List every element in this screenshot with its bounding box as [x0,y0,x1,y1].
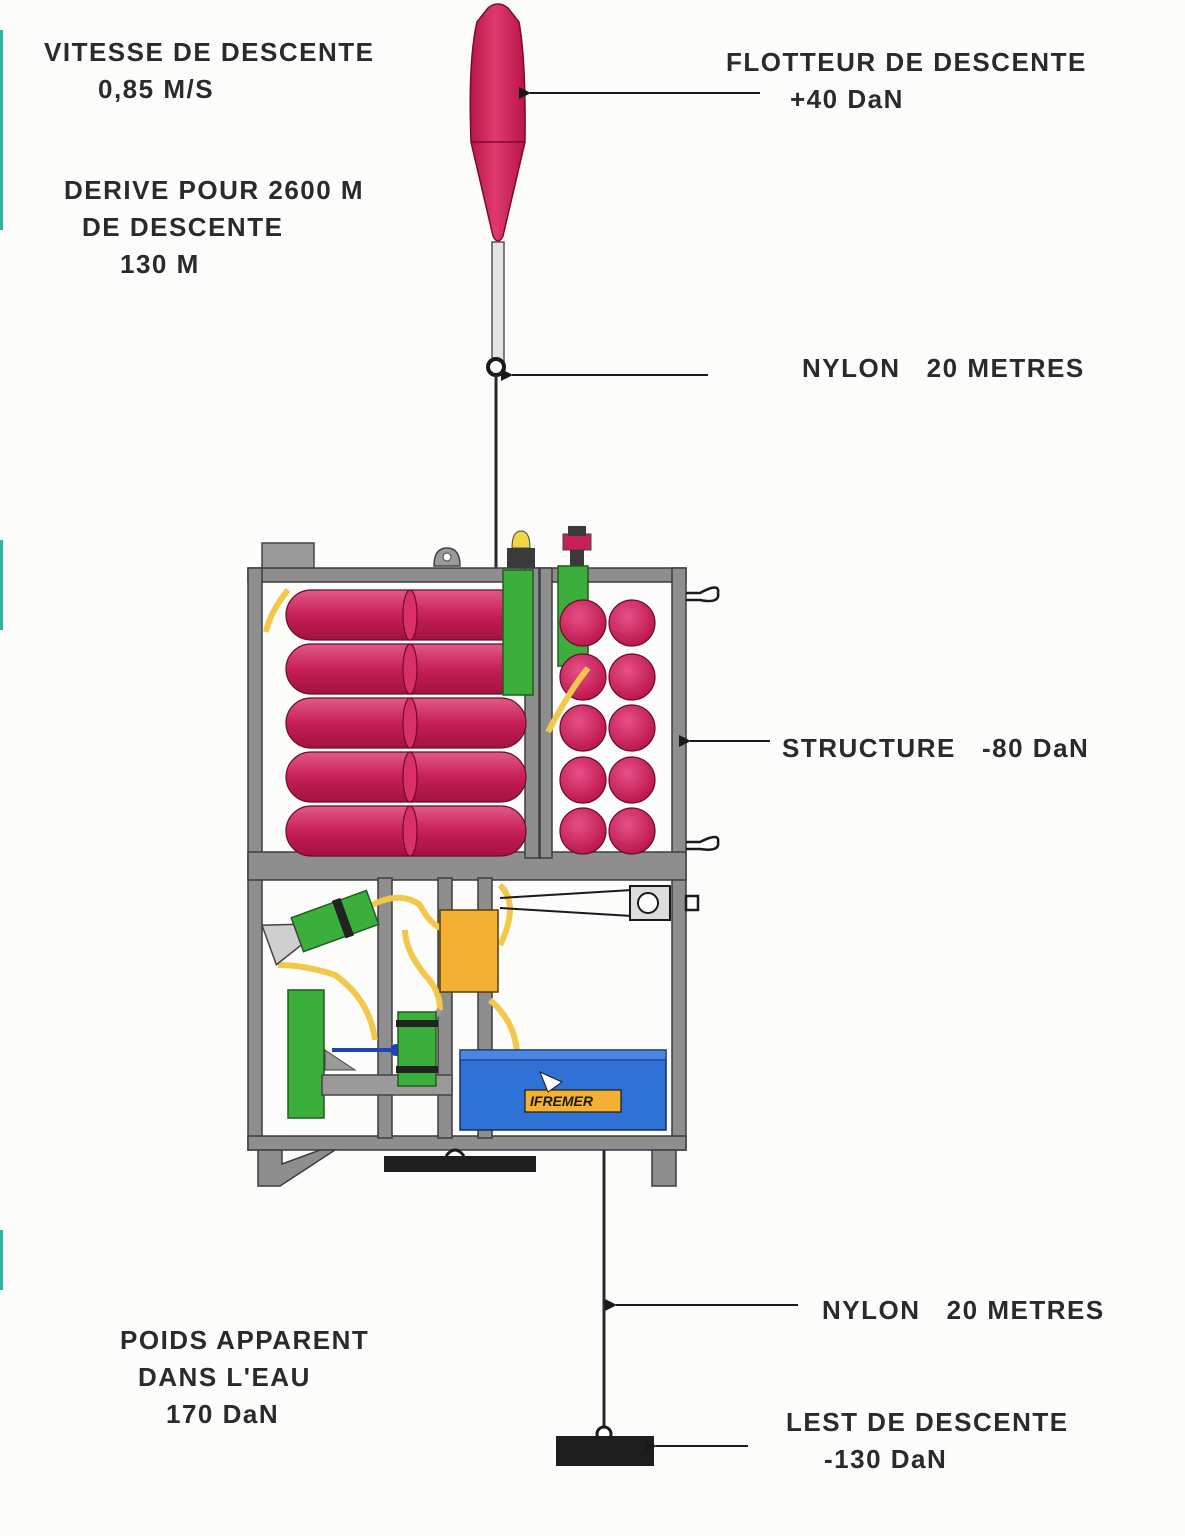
ifremer-box: IFREMER [459,1049,667,1131]
label-poids-line3: 170 DaN [166,1399,280,1429]
label-lest-line2: -130 DaN [824,1444,948,1474]
beacon-pink [562,526,592,570]
label-vitesse-line2: 0,85 M/S [98,74,215,104]
descent-float [469,3,526,363]
label-nylon-top: NYLON 20 METRES [802,353,1085,383]
label-flotteur-line1: FLOTTEUR DE DESCENTE [726,47,1087,77]
label-derive-line2: DE DESCENTE [82,212,284,242]
label-lest: LEST DE DESCENTE -130 DaN [786,1404,1069,1478]
canister-upper-left [502,569,534,696]
release-weight [384,1156,536,1172]
top-box [261,542,315,570]
label-vitesse-line1: VITESSE DE DESCENTE [44,37,375,67]
lower-equipment: IFREMER [260,882,700,1131]
scan-edge-mark [0,30,3,230]
release-mechanism [499,885,700,921]
canister-lower-left [287,989,325,1119]
label-vitesse: VITESSE DE DESCENTE 0,85 M/S [44,34,374,108]
label-poids-line2: DANS L'EAU [138,1362,311,1392]
label-nylon-bottom: NYLON 20 METRES [822,1295,1105,1325]
structure-frame: IFREMER [247,526,720,1187]
nylon-line-top [486,357,506,572]
label-derive-line1: DERIVE POUR 2600 M [64,175,365,205]
label-flotteur-line2: +40 DaN [790,84,904,114]
scan-edge-mark [0,1230,3,1290]
label-derive-line3: 130 M [120,249,200,279]
label-poids-line1: POIDS APPARENT [120,1325,370,1355]
label-derive: DERIVE POUR 2600 M DE DESCENTE 130 M [64,172,364,283]
scan-edge-mark [0,540,3,630]
electronics-box [439,909,499,993]
label-flotteur: FLOTTEUR DE DESCENTE +40 DaN [726,44,1087,118]
label-poids: POIDS APPARENT DANS L'EAU 170 DaN [120,1322,369,1433]
sphere-floats [559,599,656,855]
pointer-arrows [501,87,798,1452]
ifremer-logo-text: IFREMER [530,1093,594,1109]
beacon-yellow [507,530,535,570]
descent-ballast [556,1436,654,1466]
cylinder-floats [285,589,527,857]
label-lest-line1: LEST DE DESCENTE [786,1407,1069,1437]
label-structure: STRUCTURE -80 DaN [782,733,1090,763]
